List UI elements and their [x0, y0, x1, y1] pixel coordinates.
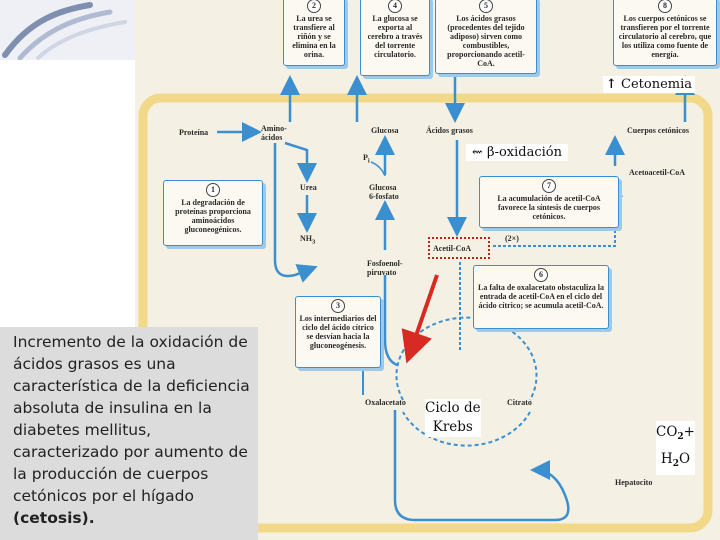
- cetonemia-annotation: ↑ Cetonemia: [603, 76, 696, 93]
- label-times-2: (2×): [505, 234, 519, 243]
- label-cuerpos-cetonicos: Cuerpos cetónicos: [627, 126, 689, 135]
- label-hepatocito: Hepatocito: [615, 478, 653, 487]
- label-nh3: NH3: [300, 234, 316, 246]
- label-acetoacetil-coa: Acetoacetil-CoA: [629, 168, 685, 177]
- co2-h2o-label: CO2+ H2O: [656, 421, 695, 475]
- beta-oxidacion-annotation: ⇜ β-oxidación: [466, 144, 568, 161]
- explanation-bold: (cetosis).: [13, 509, 95, 527]
- explanation-text: Incremento de la oxidación de ácidos gra…: [13, 333, 250, 527]
- label-proteina: Proteína: [179, 128, 209, 137]
- label-acetil-coa: Acetil-CoA: [433, 244, 472, 253]
- up-arrow-icon: ↑: [606, 77, 617, 92]
- label-citrato: Citrato: [507, 398, 532, 407]
- squiggle-arrow-icon: ⇜: [472, 145, 483, 160]
- label-urea: Urea: [300, 183, 317, 192]
- decorative-swoosh: [0, 0, 135, 60]
- label-fosfoenolpiruvato: Fosfoenol-piruvato: [367, 259, 403, 277]
- explanation-panel: [0, 327, 258, 540]
- label-acidos-grasos: Ácidos grasos: [426, 126, 473, 135]
- label-pi: Pi: [363, 153, 370, 165]
- label-glucosa: Glucosa: [371, 126, 399, 135]
- label-oxalacetato: Oxalacetato: [365, 398, 406, 407]
- acetil-coa-highlight: [428, 237, 490, 259]
- label-aminoacidos: Amino-ácidos: [261, 124, 287, 142]
